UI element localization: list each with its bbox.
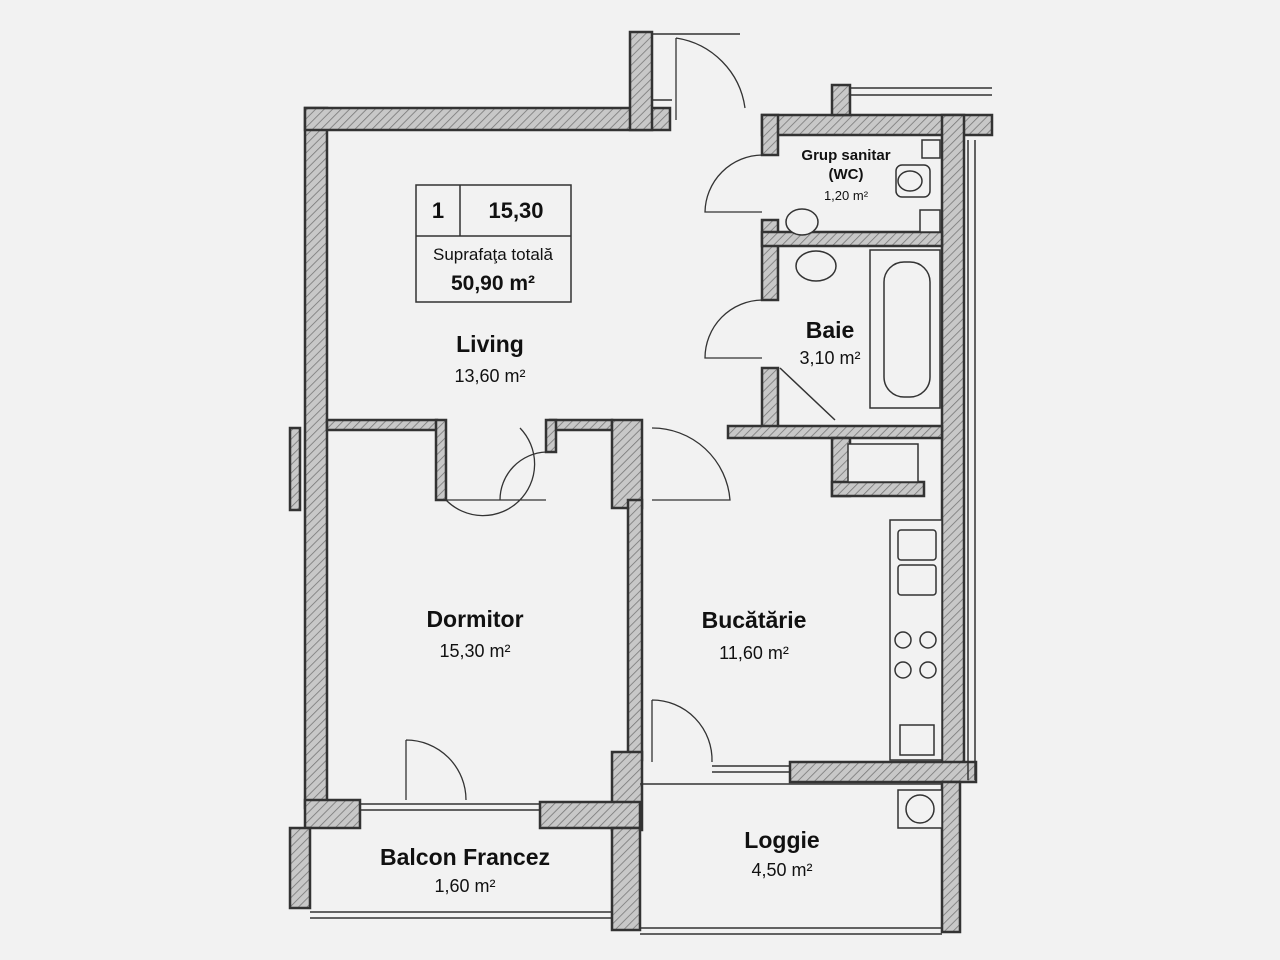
wall-niche-bottom [830, 480, 926, 498]
wall-wc-baie [760, 230, 944, 248]
room-area-bucatarie: 11,60 m² [719, 643, 789, 663]
room-name-living: Living [456, 331, 524, 357]
room-area-loggie: 4,50 m² [751, 860, 812, 880]
info-value: 15,30 [488, 198, 543, 223]
room-area-balcon: 1,60 m² [434, 876, 495, 896]
wall-door-jamb [544, 418, 558, 454]
window-lines [310, 33, 992, 935]
room-area-baie: 3,10 m² [799, 348, 860, 368]
wc-sink-icon [785, 208, 819, 236]
balcon-door [405, 739, 467, 801]
stove-icon [894, 631, 937, 679]
kitchen-sink-icon [897, 529, 937, 561]
info-number: 1 [432, 198, 444, 223]
wall-baie-bottom [726, 424, 944, 440]
wall-bottom-dormitor-right [538, 800, 642, 830]
wall-top-living [303, 106, 672, 132]
baie-door [704, 299, 763, 359]
entrance-door [675, 37, 746, 120]
loggie-door [651, 699, 713, 763]
room-name-loggie: Loggie [744, 827, 819, 853]
fixtures [779, 139, 943, 829]
wall-baie-left-lower [760, 366, 780, 430]
walls [288, 30, 994, 934]
wall-right-lower [940, 780, 962, 934]
room-area-wc: 1,20 m² [824, 188, 869, 203]
wall-dormitor-bucatarie [626, 498, 644, 762]
wall-right-outer [940, 113, 966, 777]
room-name-bucatarie: Bucătărie [702, 607, 807, 633]
bucatarie-door [651, 427, 731, 501]
wall-left-ext [288, 426, 302, 512]
room-name-baie: Baie [806, 317, 855, 343]
wall-living-dormitor-right [548, 418, 614, 432]
room-area-living: 13,60 m² [454, 366, 525, 386]
fridge-icon [847, 443, 919, 483]
wall-wc-left [760, 113, 780, 157]
room-name-dormitor: Dormitor [426, 606, 523, 632]
room-name-balcon: Balcon Francez [380, 844, 550, 870]
info-label: Suprafaţa totală [433, 245, 554, 264]
wall-bottom-bucatarie [788, 760, 978, 784]
doors [405, 37, 763, 801]
baie-sink-icon [795, 250, 837, 282]
wall-bottom-dormitor-left [303, 798, 362, 830]
wall-central-column [610, 418, 644, 510]
dormitor-door [445, 427, 547, 517]
info-box: 1 15,30 Suprafaţa totală 50,90 m² [415, 184, 572, 303]
wall-entrance-pillar [628, 30, 654, 132]
wall-living-dormitor-mid [434, 418, 448, 502]
wc-door [704, 154, 763, 213]
room-labels: Living 13,60 m² Dormitor 15,30 m² Bucătă… [380, 147, 891, 896]
room-area-dormitor: 15,30 m² [439, 641, 510, 661]
room-name-wc-line2: (WC) [829, 166, 864, 183]
wall-loggie-column [610, 826, 642, 932]
wall-balcon-left [288, 826, 312, 910]
wall-left-outer [303, 106, 329, 810]
wall-living-dormitor-left [325, 418, 439, 432]
wall-top-right-stub [830, 83, 852, 117]
info-total: 50,90 m² [451, 272, 535, 295]
room-name-wc-line1: Grup sanitar [801, 147, 890, 164]
